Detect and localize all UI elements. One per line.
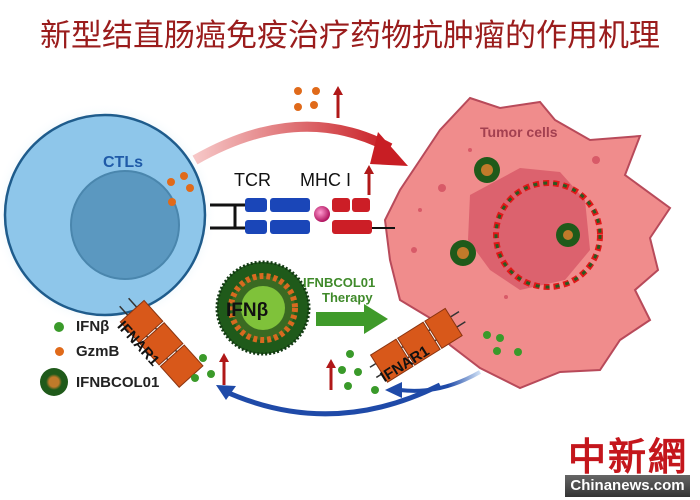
ifnbcol01-particles-tumor <box>450 157 580 266</box>
legend-item-gzmb: GzmB <box>48 343 119 360</box>
therapy-label-line2: Therapy <box>322 290 373 305</box>
nanoparticle-icon <box>40 368 68 396</box>
gzmb-release <box>294 87 320 111</box>
red-arc-arrow <box>192 121 408 166</box>
up-arrows-ifnb <box>219 353 336 390</box>
ifnar1-receptor-right <box>369 307 466 383</box>
legend-item-ifnb: IFNβ <box>48 318 109 335</box>
tcr-label: TCR <box>234 170 271 190</box>
gzmb-granules-ctl <box>167 172 194 206</box>
tumor-label: Tumor cells <box>480 124 558 140</box>
watermark-logo-english: Chinanews.com <box>565 475 690 497</box>
watermark-logo-chinese: 中新網 <box>568 434 689 479</box>
page-title: 新型结直肠癌免疫治疗药物抗肿瘤的作用机理 <box>40 18 660 54</box>
nanoparticle-label: IFNβ <box>226 300 269 321</box>
legend-label: GzmB <box>76 343 120 360</box>
green-dot-icon <box>54 321 64 332</box>
tcr-mhc-complex <box>210 198 395 234</box>
ctl-label: CTLs <box>103 154 143 171</box>
ifnbcol01-nanoparticle <box>215 260 311 356</box>
legend-label: IFNβ <box>76 318 110 335</box>
up-arrow-gzmb <box>333 86 343 118</box>
orange-dot-icon <box>55 347 64 356</box>
blue-feedback-arrow <box>216 370 481 417</box>
tumor-cell <box>383 96 672 390</box>
legend-item-ifnbcol01: IFNBCOL01 <box>40 368 159 396</box>
ifnar1-receptor-left <box>119 297 204 388</box>
legend-label: IFNBCOL01 <box>76 373 160 391</box>
mhc-label: MHC I <box>300 170 351 190</box>
ifnb-dots <box>191 331 522 394</box>
up-arrow-mhc <box>364 165 374 195</box>
therapy-arrow <box>316 304 388 334</box>
ctl-cell <box>0 103 217 327</box>
therapy-label-line1: IFNBCOL01 <box>303 275 376 290</box>
